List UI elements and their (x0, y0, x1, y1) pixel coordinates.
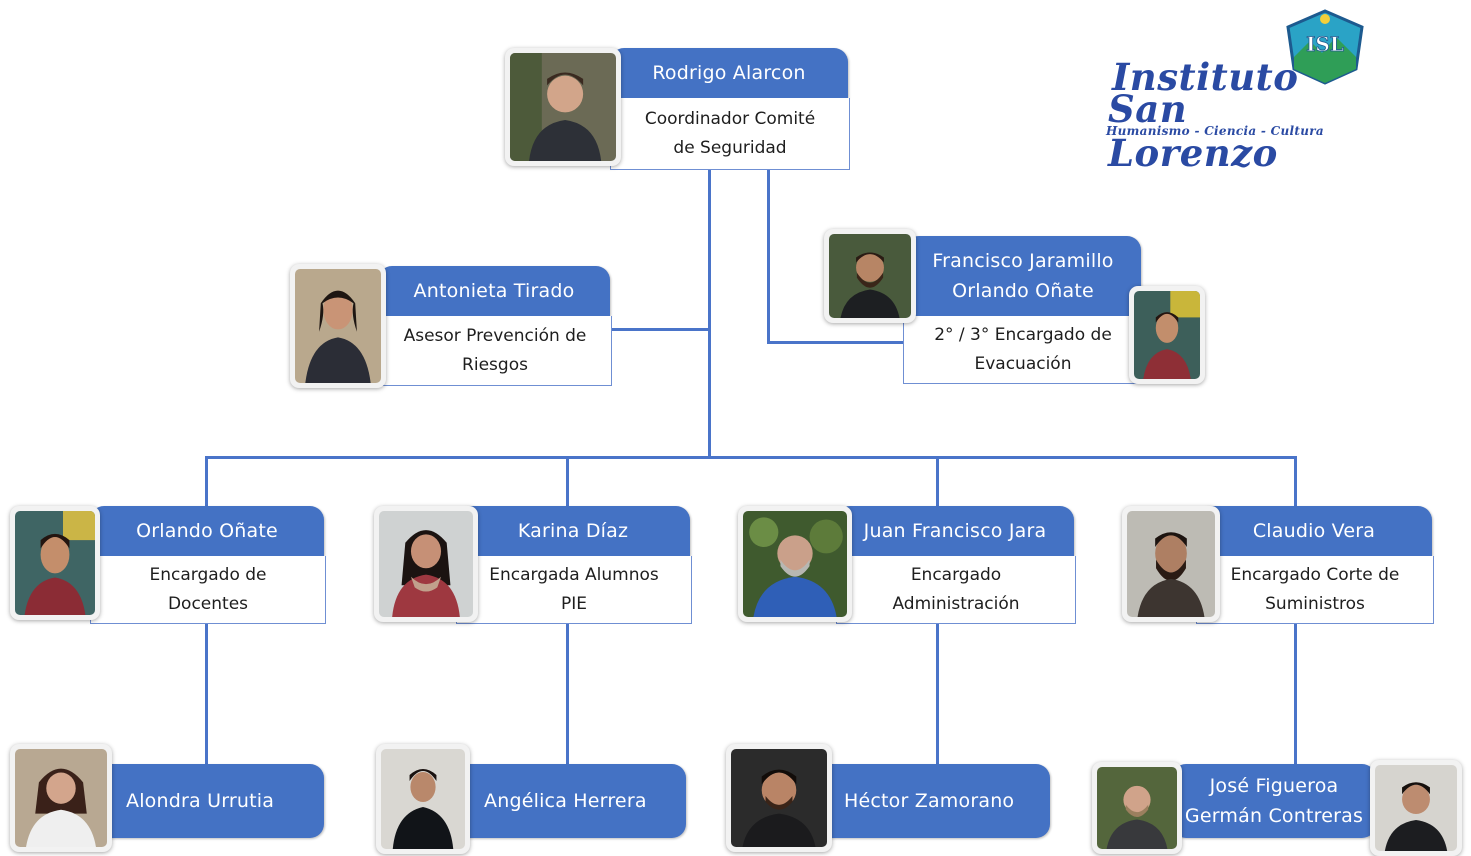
teachers-role-box: Encargado de Docentes (90, 556, 326, 624)
sub1-name-header: Alondra Urrutia (90, 764, 324, 838)
sub3-name-header: Héctor Zamorano (816, 764, 1050, 838)
avatar (738, 506, 852, 622)
supplies-role-line2: Suministros (1265, 593, 1365, 614)
coordinator-name-header: Rodrigo Alarcon (610, 48, 848, 98)
avatar (376, 744, 470, 854)
advisor-name: Antonieta Tirado (413, 280, 575, 302)
supplies-role-box: Encargado Corte de Suministros (1196, 556, 1434, 624)
sub1-name: Alondra Urrutia (126, 790, 275, 812)
avatar (1122, 506, 1220, 622)
advisor-role-box: Asesor Prevención de Riesgos (378, 316, 612, 386)
institution-logo: ISL Instituto San Lorenzo Humanismo - Ci… (1100, 5, 1370, 175)
evacuation-role-line1: 2° / 3° Encargado de (934, 324, 1112, 345)
connector-line (205, 622, 208, 767)
sub4-name2: Germán Contreras (1184, 805, 1364, 827)
evacuation-role-line2: Evacuación (974, 353, 1072, 374)
avatar (505, 48, 621, 166)
teachers-name-header: Orlando Oñate (90, 506, 324, 556)
evacuation-name1: Francisco Jaramillo (932, 250, 1114, 272)
logo-line2: San Lorenzo (1108, 87, 1278, 175)
connector-line (1294, 622, 1297, 767)
connector-line (566, 456, 569, 508)
pie-role-box: Encargada Alumnos PIE (456, 556, 692, 624)
connector-line (767, 341, 907, 344)
advisor-role-line1: Asesor Prevención de (403, 325, 587, 346)
coordinator-role-box: Coordinador Comité de Seguridad (610, 98, 850, 170)
avatar (1129, 286, 1205, 384)
avatar (726, 744, 832, 852)
avatar (10, 506, 100, 620)
coordinator-name: Rodrigo Alarcon (652, 62, 806, 84)
admin-role-line1: Encargado (910, 564, 1002, 585)
teachers-role-line2: Docentes (167, 593, 249, 614)
avatar (10, 744, 112, 852)
avatar (290, 264, 386, 388)
coordinator-role-line1: Coordinador Comité (644, 108, 816, 129)
evacuation-name2: Orlando Oñate (952, 280, 1094, 302)
avatar (1370, 760, 1462, 856)
sub4-name-header: José Figueroa Germán Contreras (1172, 764, 1376, 838)
avatar (374, 506, 478, 622)
connector-line (1294, 456, 1297, 508)
sub2-name-header: Angélica Herrera (456, 764, 686, 838)
logo-tagline: Humanismo - Ciencia - Cultura (1106, 124, 1324, 138)
sub2-name: Angélica Herrera (484, 790, 647, 812)
supplies-role-line1: Encargado Corte de (1230, 564, 1400, 585)
pie-role-line1: Encargada Alumnos (489, 564, 659, 585)
evacuation-name-header: Francisco Jaramillo Orlando Oñate (905, 236, 1141, 316)
admin-role-line2: Administración (892, 593, 1020, 614)
admin-name-header: Juan Francisco Jara (836, 506, 1074, 556)
connector-line (936, 622, 939, 767)
teachers-name: Orlando Oñate (136, 520, 278, 542)
advisor-role-line2: Riesgos (462, 354, 528, 375)
avatar (1092, 762, 1182, 854)
teachers-role-line1: Encargado de (149, 564, 267, 585)
pie-name: Karina Díaz (517, 520, 629, 542)
logo-badge-text: ISL (1306, 32, 1344, 56)
connector-line (610, 328, 710, 331)
admin-name: Juan Francisco Jara (863, 520, 1047, 542)
pie-name-header: Karina Díaz (456, 506, 690, 556)
connector-line (205, 456, 208, 508)
logo-badge-icon: ISL (1286, 9, 1364, 85)
avatar (824, 229, 916, 323)
admin-role-box: Encargado Administración (836, 556, 1076, 624)
sub3-name: Héctor Zamorano (844, 790, 1015, 812)
connector-line (566, 622, 569, 767)
connector-line (708, 168, 711, 458)
logo-line1: Instituto (1112, 55, 1299, 99)
supplies-name: Claudio Vera (1252, 520, 1376, 542)
advisor-name-header: Antonieta Tirado (378, 266, 610, 316)
evacuation-role-box: 2° / 3° Encargado de Evacuación (903, 316, 1143, 384)
connector-line (767, 168, 770, 343)
supplies-name-header: Claudio Vera (1196, 506, 1432, 556)
sub4-name1: José Figueroa (1209, 775, 1339, 797)
connector-line (936, 456, 939, 508)
coordinator-role-line2: de Seguridad (673, 137, 787, 158)
pie-role-line2: PIE (560, 593, 587, 614)
connector-line (205, 456, 1297, 459)
